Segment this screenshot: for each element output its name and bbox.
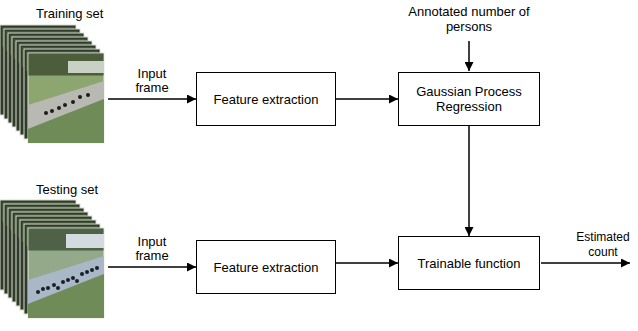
box-text: Feature extraction bbox=[214, 92, 319, 107]
flow-arrow bbox=[468, 126, 470, 236]
process-box: Gaussian Process Regression bbox=[398, 72, 540, 126]
input-annotation: Annotated number of persons bbox=[399, 4, 539, 34]
process-box: Trainable function bbox=[398, 236, 540, 290]
box-text: Feature extraction bbox=[214, 260, 319, 275]
edge-label: Input frame bbox=[129, 235, 175, 263]
set-heading: Training set bbox=[36, 6, 103, 21]
flow-arrow bbox=[108, 266, 196, 268]
training-frame-stack bbox=[0, 25, 104, 143]
output-label: Estimated count bbox=[570, 230, 636, 260]
output-arrow bbox=[541, 262, 630, 264]
process-box: Feature extraction bbox=[196, 240, 336, 294]
flow-arrow bbox=[336, 262, 398, 264]
box-text: Trainable function bbox=[418, 256, 521, 271]
image-stack: Testing set bbox=[0, 180, 108, 322]
annotation-arrow bbox=[468, 41, 470, 71]
flow-arrow bbox=[336, 98, 398, 100]
image-stack: Training set bbox=[0, 4, 108, 144]
training-scene bbox=[28, 53, 104, 143]
flow-arrow bbox=[108, 98, 196, 100]
edge-label: Input frame bbox=[129, 67, 175, 95]
box-text: Gaussian Process Regression bbox=[406, 84, 532, 114]
set-heading: Testing set bbox=[36, 182, 98, 197]
testing-scene bbox=[28, 228, 104, 318]
testing-frame-stack bbox=[0, 200, 104, 318]
process-box: Feature extraction bbox=[196, 72, 336, 126]
